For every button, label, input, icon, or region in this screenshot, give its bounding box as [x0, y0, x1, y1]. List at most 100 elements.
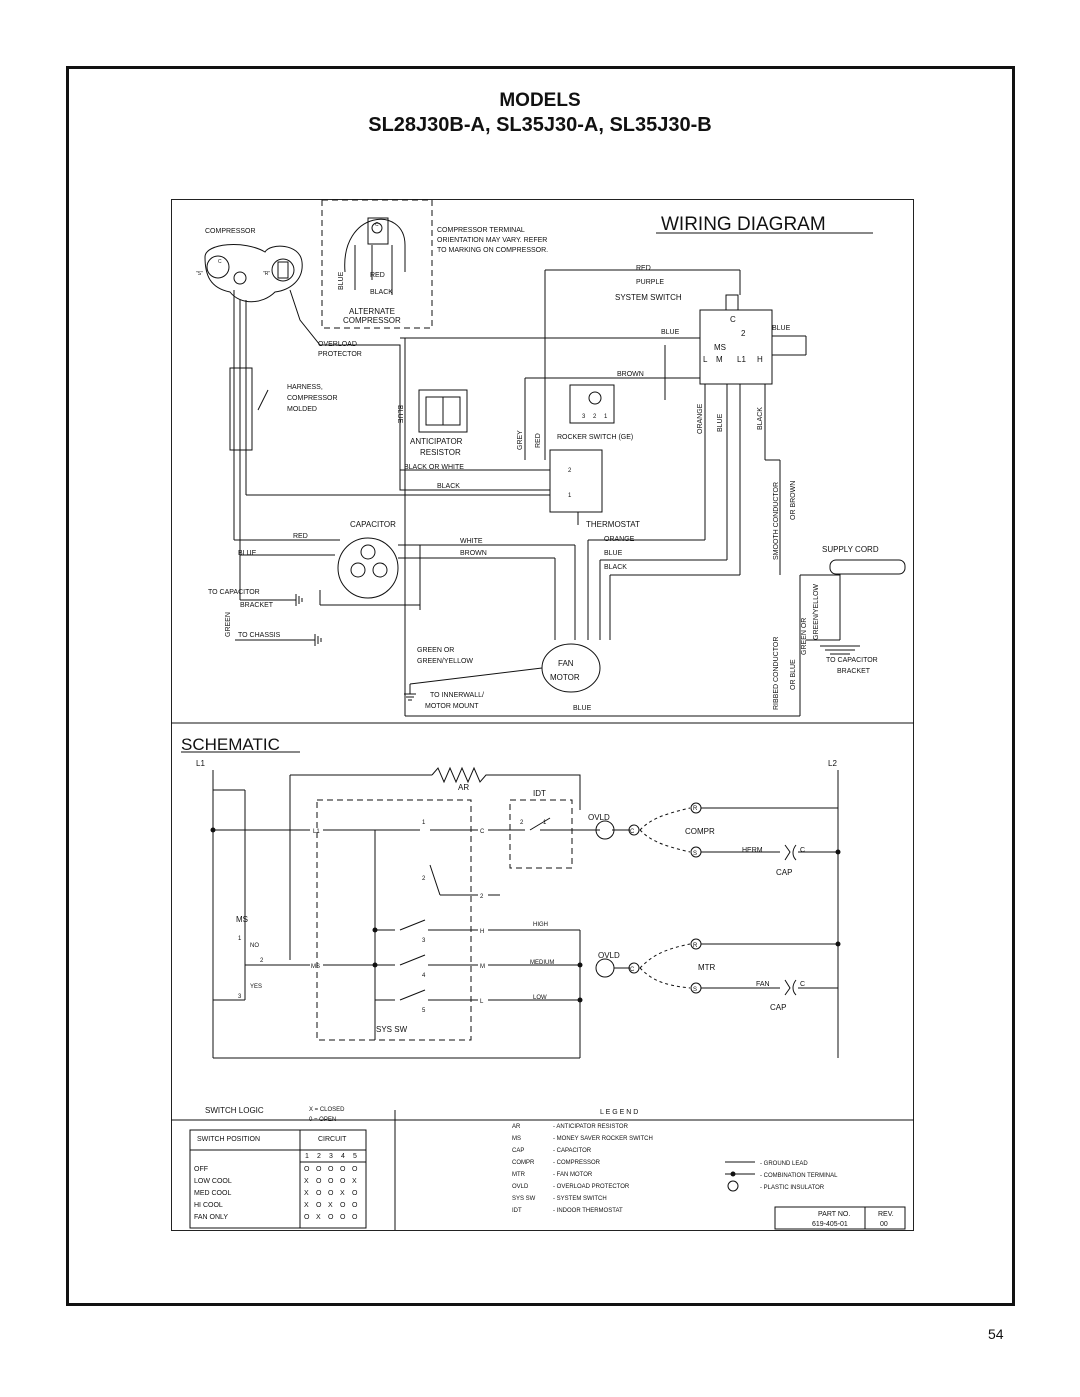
diagram-label: GREEN OR [801, 618, 808, 655]
molded-harness [229, 367, 253, 451]
diagram-label: MOTOR MOUNT [425, 703, 479, 710]
compressor-terminal [206, 255, 230, 279]
diagram-label: ORANGE [604, 536, 635, 543]
diagram-label: REV. [878, 1211, 894, 1218]
thermostat-group [509, 799, 573, 869]
thermostat [549, 449, 603, 513]
diagram-label: FAN [756, 981, 770, 988]
diagram-label: 1 [422, 820, 426, 826]
diagram-label: COMPRESSOR [343, 316, 401, 325]
legend-abbr: IDT [512, 1208, 522, 1214]
diagram-label: H [480, 929, 484, 935]
circuit-state: O [304, 1166, 310, 1173]
circuit-state: X [352, 1178, 357, 1185]
legend-title: L E G E N D [600, 1109, 638, 1116]
circuit-state: X [304, 1202, 309, 1209]
diagram-label: 1 [543, 820, 547, 826]
diagram-label: C [218, 259, 222, 265]
alt-compressor-outline [344, 218, 406, 273]
circuit-state: O [340, 1166, 346, 1173]
legend-desc: - MONEY SAVER ROCKER SWITCH [553, 1136, 653, 1142]
diagram-label: L2 [828, 759, 837, 768]
compressor-body [204, 244, 303, 303]
circuit-state: X [328, 1202, 333, 1209]
diagram-label: BLUE [396, 405, 403, 424]
switch-position: HI COOL [194, 1202, 223, 1209]
diagram-label: 1 [238, 936, 242, 942]
anticipator-resistor [418, 389, 468, 433]
diagram-label: BLUE [573, 705, 592, 712]
label-compressor: COMPRESSOR [205, 228, 256, 235]
diagram-label: 3 [582, 414, 586, 420]
diagram-label: HIGH [533, 922, 548, 928]
diagram-label: RESISTOR [420, 448, 461, 457]
diagram-label: C [630, 967, 635, 973]
switch-position: LOW COOL [194, 1178, 232, 1185]
diagram-label: SWITCH POSITION [197, 1136, 260, 1143]
legend-desc: - ANTICIPATOR RESISTOR [553, 1124, 629, 1130]
model-list: SL28J30B-A, SL35J30-A, SL35J30-B [368, 114, 712, 136]
diagram-label: X = CLOSED [309, 1107, 345, 1113]
diagram-label: ALTERNATE [349, 307, 395, 316]
diagram-label: ORIENTATION MAY VARY. REFER [437, 237, 547, 244]
circuit-state: O [328, 1214, 334, 1221]
diagram-label: - PLASTIC INSULATOR [760, 1185, 825, 1191]
diagram-label: 0 = OPEN [309, 1117, 336, 1123]
diagram-label: "R" [263, 271, 270, 277]
diagram-label: TO CAPACITOR [826, 657, 878, 664]
compressor-terminal [271, 258, 295, 282]
diagram-label: ORANGE [697, 403, 704, 434]
diagram-label: MEDIUM [530, 960, 554, 966]
diagram-label: MTR [698, 963, 716, 972]
diagram-label: CAPACITOR [350, 520, 396, 529]
diagram-label: TO MARKING ON COMPRESSOR. [437, 247, 548, 254]
diagram-label: GREEN OR [417, 647, 454, 654]
diagram-label: PROTECTOR [318, 351, 362, 358]
diagram-label: GREEN/YELLOW [417, 658, 473, 665]
wiring-title: WIRING DIAGRAM [661, 214, 826, 235]
diagram-label: TO CHASSIS [238, 632, 281, 639]
diagram-label: TO INNERWALL/ [430, 692, 484, 699]
diagram-label: BROWN [460, 550, 487, 557]
circuit-state: O [352, 1202, 358, 1209]
diagram-label: OVLD [598, 951, 620, 960]
diagram-label: FAN [558, 659, 574, 668]
diagram-label: 2 [260, 958, 264, 964]
circuit-state: O [340, 1178, 346, 1185]
legend-abbr: MTR [512, 1172, 526, 1178]
diagram-label: BLACK [757, 407, 764, 430]
diagram-label: TO CAPACITOR [208, 589, 260, 596]
diagram-label: RED [370, 272, 385, 279]
page-frame [66, 66, 1015, 1306]
switch-position: MED COOL [194, 1190, 231, 1197]
diagram-label: S [693, 851, 697, 857]
diagram-label: BLACK [370, 289, 393, 296]
diagram-label: 2 [520, 820, 524, 826]
diagram-label: R [693, 943, 698, 949]
diagram-label: BLUE [717, 413, 724, 432]
diagram-label: 2 [593, 414, 597, 420]
legend-abbr: CAP [512, 1148, 524, 1154]
diagram-label: 4 [422, 973, 426, 979]
diagram-label: BLUE [604, 550, 623, 557]
diagram-label: C [800, 981, 805, 988]
rocker-switch [569, 384, 615, 424]
diagram-label: PURPLE [636, 279, 664, 286]
diagram-label: 00 [880, 1221, 888, 1228]
diagram-label: 2 [422, 876, 426, 882]
diagram-label: HARNESS, [287, 384, 323, 391]
diagram-label: C [375, 222, 379, 228]
diagram-label: H [757, 355, 763, 364]
diagram-label: L1 [196, 759, 205, 768]
page-number: 54 [988, 1326, 1004, 1342]
circuit-state: O [328, 1190, 334, 1197]
circuit-state: O [328, 1166, 334, 1173]
circuit-state: X [340, 1190, 345, 1197]
circuit-state: O [304, 1214, 310, 1221]
diagram-label: 619-405-01 [812, 1221, 848, 1228]
diagram-label: BLUE [238, 550, 257, 557]
circuit-header: 1 [305, 1153, 309, 1160]
diagram-label: 5 [422, 1008, 426, 1014]
diagram-label: OR BROWN [790, 481, 797, 520]
